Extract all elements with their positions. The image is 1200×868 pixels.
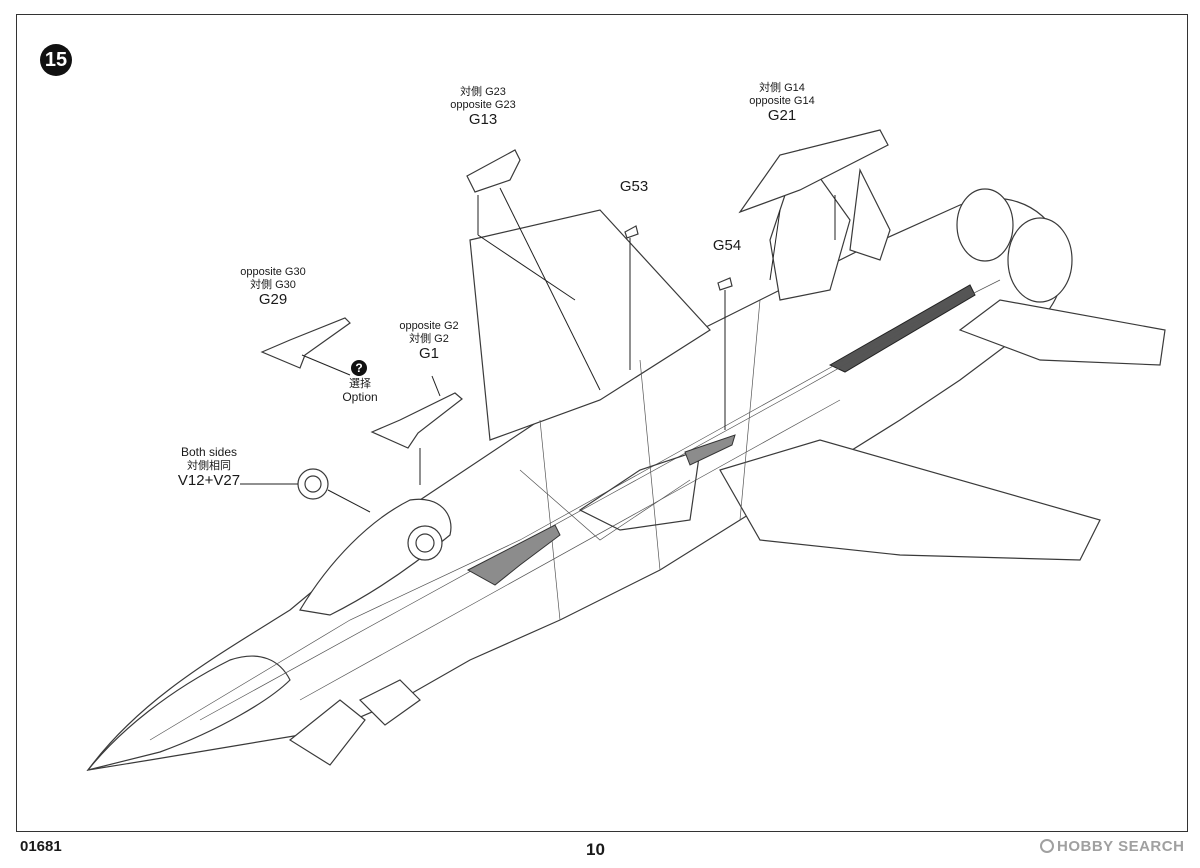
callout-option: 選择 Option [336, 378, 384, 404]
callout-g54: G54 [705, 237, 749, 254]
step-number-badge: 15 [40, 44, 72, 76]
callout-g29: opposite G30 対側 G30 G29 [228, 266, 318, 309]
callout-g29-line1: opposite G30 [240, 266, 306, 278]
watermark-logo-icon [1040, 839, 1054, 853]
part-g1-missile [370, 392, 463, 449]
watermark-text: HOBBY SEARCH [1057, 838, 1185, 855]
callout-g29-line2: 対側 G30 [250, 278, 296, 291]
callout-wheel-line1: Both sides [180, 445, 238, 459]
callout-option-line1: 選择 [349, 378, 371, 390]
callout-g53-part: G53 [619, 178, 649, 195]
callout-g21-part: G21 [767, 107, 797, 125]
leader-lines [240, 187, 836, 513]
callout-option-line2: Option [342, 389, 378, 404]
callout-g13: 対側 G23 opposite G23 G13 [428, 86, 538, 129]
part-g29-missile [260, 317, 351, 369]
part-g13-fin-plate [466, 149, 521, 193]
part-v12-v27-wheel [297, 468, 329, 500]
callout-g1-part: G1 [418, 345, 439, 363]
part-g21-fin-tip [738, 129, 889, 214]
callout-g1: opposite G2 対側 G2 G1 [386, 320, 472, 363]
callout-wheel: Both sides 対側相同 V12+V27 [164, 445, 254, 490]
callout-g1-line2: 対側 G2 [409, 332, 449, 345]
callout-g13-line1: 対側 G23 [460, 86, 506, 98]
callout-g1-line1: opposite G2 [399, 320, 459, 332]
page-frame [16, 14, 1188, 832]
callout-g21-line1: 対側 G14 [759, 82, 805, 94]
callout-g21: 対側 G14 opposite G14 G21 [732, 82, 832, 125]
callout-g13-part: G13 [468, 111, 498, 129]
watermark: HOBBY SEARCH [1040, 838, 1184, 855]
product-code: 01681 [20, 838, 62, 855]
callout-g29-part: G29 [258, 291, 288, 309]
callout-g53: G53 [612, 178, 656, 195]
option-badge-icon: ? [351, 360, 367, 376]
callout-g54-part: G54 [712, 237, 742, 254]
callout-g13-line2: opposite G23 [450, 98, 516, 111]
page-number: 10 [586, 840, 605, 859]
callout-g21-line2: opposite G14 [749, 94, 815, 107]
callout-wheel-line2: 対側相同 [187, 459, 231, 472]
callout-wheel-part: V12+V27 [177, 472, 241, 490]
